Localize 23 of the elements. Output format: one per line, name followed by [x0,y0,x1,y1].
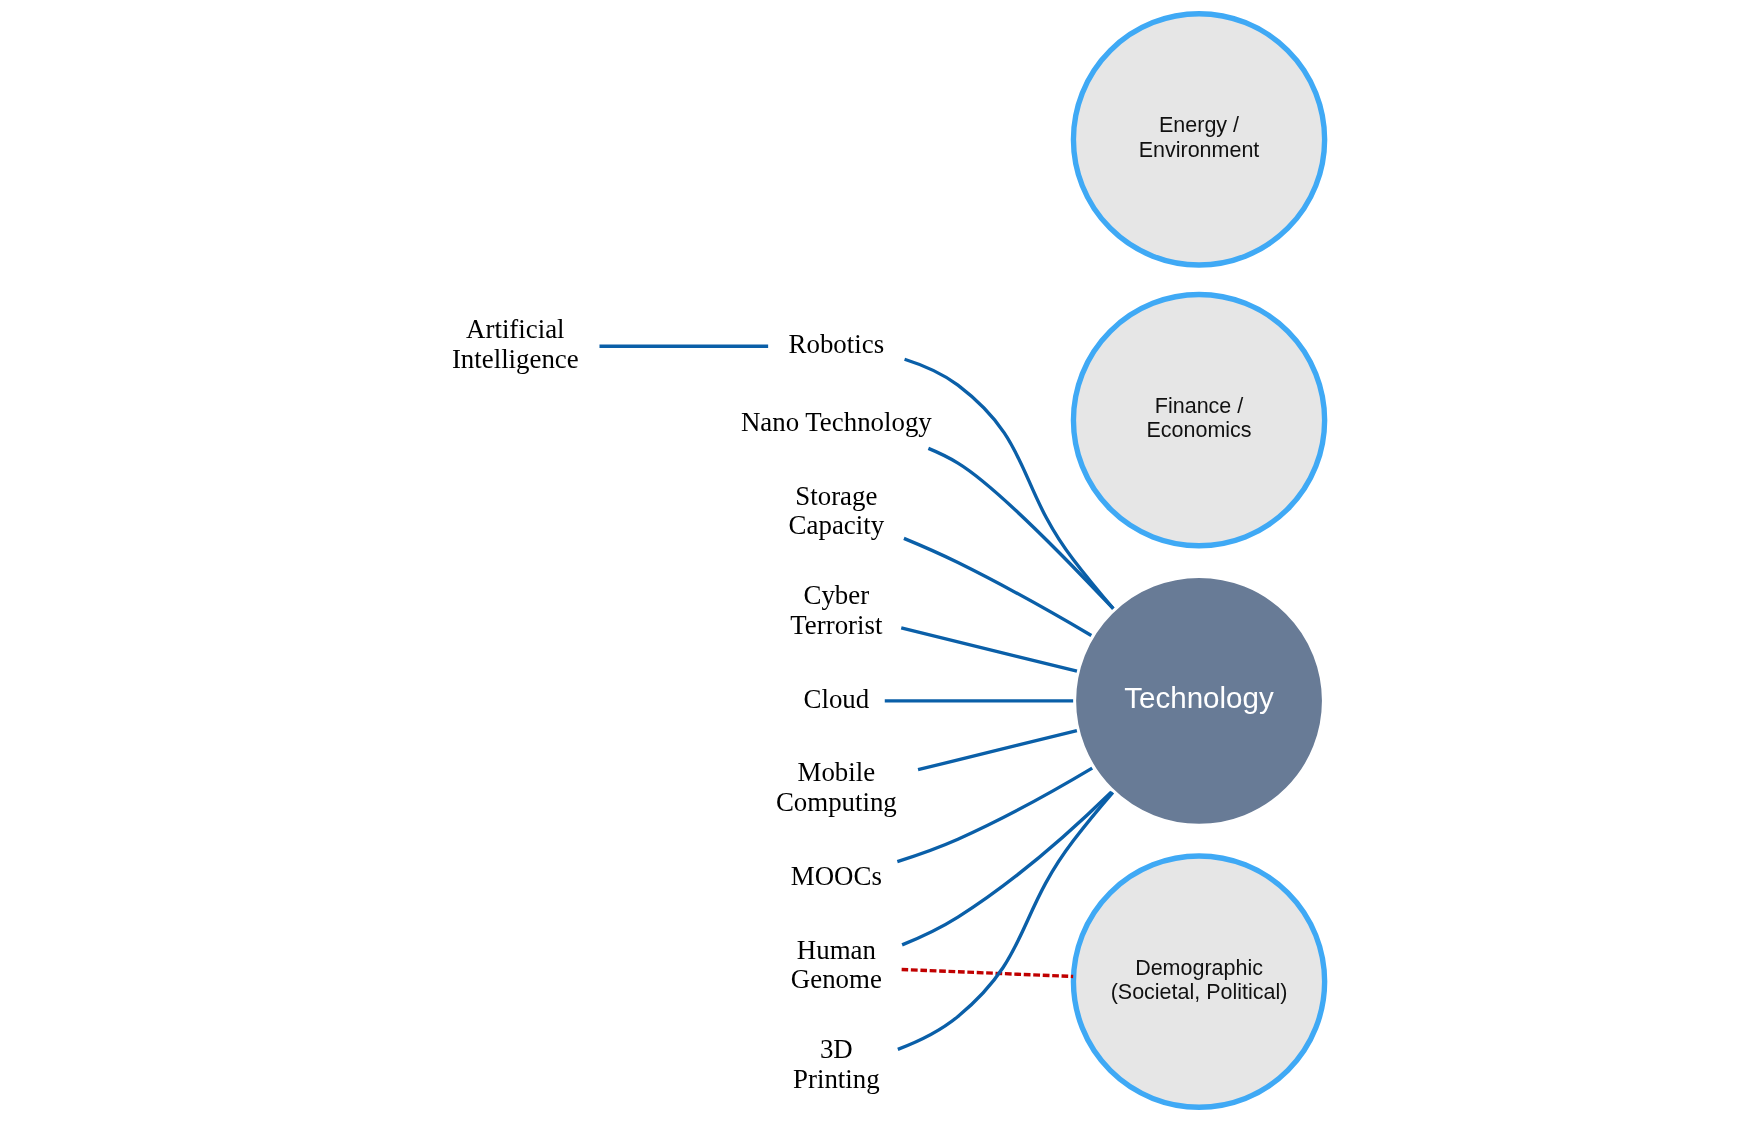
connector [896,791,1114,1051]
node-text: Nano Technology [740,406,932,437]
connector [884,699,1073,703]
node-text: MOOCs [790,860,882,891]
node-text: Storage Capacity [788,480,884,541]
connector [901,967,1073,979]
node-circle: Demographic (Societal, Political) [1070,853,1327,1110]
node-circle: Finance / Economics [1070,291,1327,549]
node-text: Cloud [803,683,869,714]
connector [900,790,1113,947]
node-text: Artificial Intelligence [451,314,579,374]
connector [917,729,1077,772]
node-circle: Energy / Environment [1070,11,1327,268]
connector [900,626,1077,673]
connector [903,357,1115,610]
node-text: Mobile Computing [775,757,897,818]
node-text: Cyber Terrorist [789,580,882,640]
node-text: Robotics [788,328,884,359]
node-text: Human Genome [790,934,882,995]
connector [599,344,768,348]
connector [902,536,1092,637]
node-text: 3D Printing [792,1034,880,1094]
connector [896,766,1093,864]
